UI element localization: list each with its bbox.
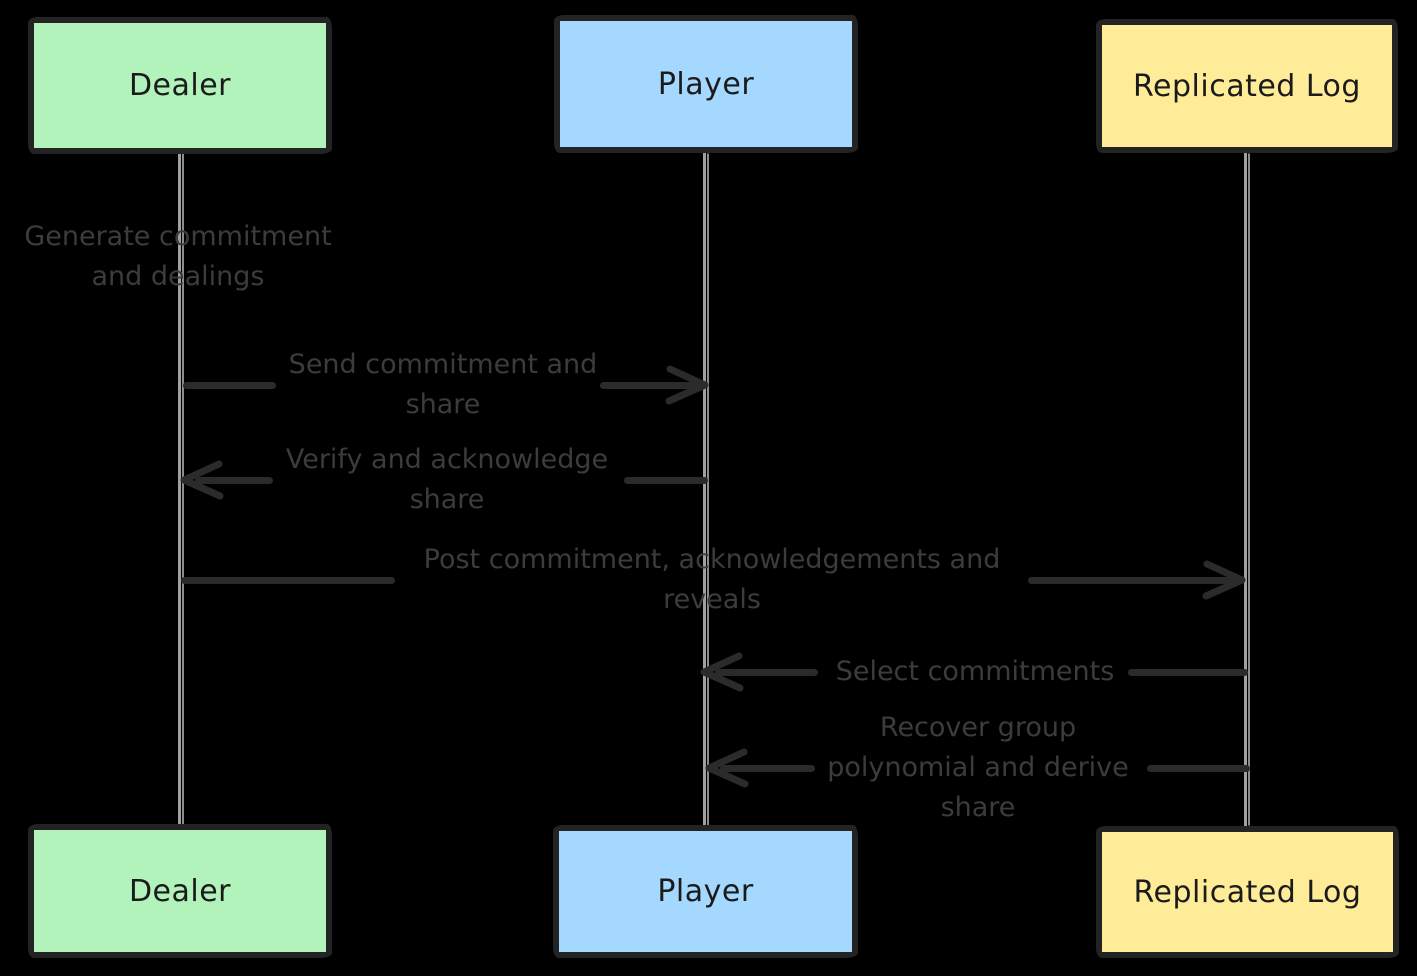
arrow-line-segment bbox=[1128, 668, 1248, 676]
actor-label-dealer: Dealer bbox=[128, 873, 232, 909]
lifeline-dealer bbox=[178, 153, 181, 826]
actor-label-player: Player bbox=[657, 66, 755, 102]
actor-box-player-bottom: Player bbox=[553, 825, 858, 958]
note-generate-commitment: Generate commitment and dealings bbox=[24, 217, 331, 297]
message-line-1: Post commitment, acknowledgements and bbox=[423, 544, 1001, 575]
message-line-1: Recover group bbox=[879, 712, 1077, 743]
message-label: Send commitment and share bbox=[289, 345, 598, 425]
arrow-line-segment bbox=[600, 381, 698, 389]
message-line-1: Select commitments bbox=[835, 656, 1115, 687]
message-line-2: reveals bbox=[663, 584, 761, 615]
note-line-1: Generate commitment bbox=[24, 221, 332, 252]
message-line-1: Send commitment and bbox=[288, 349, 598, 380]
actor-label-player: Player bbox=[657, 874, 754, 909]
message-label: Post commitment, acknowledgements and re… bbox=[424, 540, 1001, 620]
arrowhead-left-icon bbox=[180, 460, 224, 500]
actor-box-replicated-log-bottom: Replicated Log bbox=[1096, 826, 1399, 958]
message-line-2: share bbox=[409, 484, 485, 515]
arrow-line-segment bbox=[181, 576, 395, 584]
arrowhead-left-icon bbox=[705, 748, 749, 788]
message-line-1: Verify and acknowledge bbox=[285, 444, 609, 475]
actor-box-dealer-bottom: Dealer bbox=[28, 824, 332, 958]
arrowhead-right-icon bbox=[1202, 560, 1246, 600]
actor-box-dealer-top: Dealer bbox=[28, 17, 332, 154]
arrow-line-segment bbox=[195, 476, 273, 484]
message-line-2: share bbox=[405, 389, 481, 420]
note-line-2: and dealings bbox=[91, 261, 265, 292]
actor-label-dealer: Dealer bbox=[128, 68, 232, 103]
lifeline-player bbox=[703, 153, 706, 826]
actor-label-replicated-log: Replicated Log bbox=[1133, 874, 1362, 910]
arrow-line-segment bbox=[624, 476, 708, 484]
actor-box-replicated-log-top: Replicated Log bbox=[1096, 19, 1398, 153]
actor-box-player-top: Player bbox=[554, 15, 858, 153]
message-line-2: polynomial and derive bbox=[827, 752, 1129, 783]
arrow-line-segment bbox=[720, 764, 815, 772]
arrow-line-segment bbox=[1028, 576, 1235, 584]
arrow-line-segment bbox=[183, 381, 276, 389]
lifeline-replicated-log bbox=[1244, 153, 1247, 826]
message-label: Select commitments bbox=[836, 652, 1115, 692]
message-label: Verify and acknowledge share bbox=[286, 440, 608, 520]
arrow-line-segment bbox=[715, 668, 818, 676]
message-label: Recover group polynomial and derive shar… bbox=[827, 708, 1129, 828]
arrowhead-right-icon bbox=[665, 365, 709, 405]
arrowhead-left-icon bbox=[700, 652, 744, 692]
message-line-3: share bbox=[940, 792, 1016, 823]
arrow-line-segment bbox=[1147, 764, 1250, 772]
actor-label-replicated-log: Replicated Log bbox=[1133, 68, 1361, 104]
